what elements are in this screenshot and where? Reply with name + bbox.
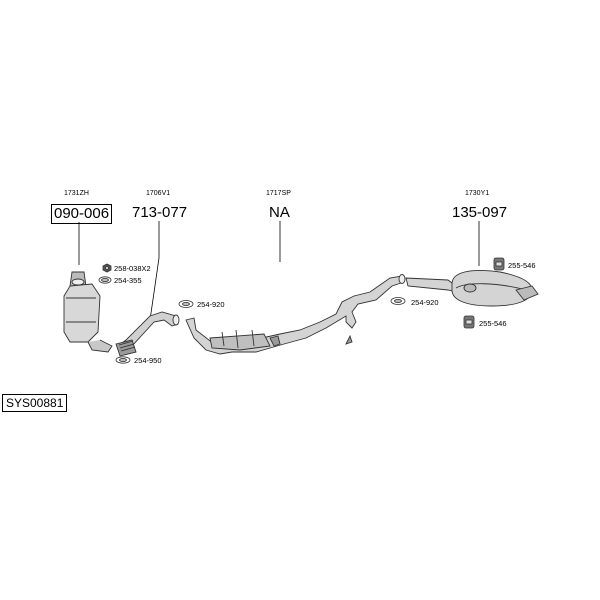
clamp-front-label[interactable]: 254-920 xyxy=(197,300,225,309)
clamp-icon-rear xyxy=(390,297,406,305)
nut-icon xyxy=(102,263,112,273)
rearbox-part-number[interactable]: 135-097 xyxy=(452,204,508,221)
midpipe-oem-code: 1717SP xyxy=(266,190,291,197)
frontpipe-part-number[interactable]: 713-077 xyxy=(132,204,188,221)
clamp-icon-flex xyxy=(115,356,131,364)
frontpipe-oem-code: 1706V1 xyxy=(146,190,171,197)
nut-label[interactable]: 258-038X2 xyxy=(114,264,151,273)
catalyst-part-number[interactable]: 090-006 xyxy=(51,204,113,224)
catalyst-unit xyxy=(63,271,113,353)
clamp-icon-cat xyxy=(98,276,112,284)
rubber-lower-label[interactable]: 255-546 xyxy=(479,319,507,328)
catalyst-oem-code: 1731ZH xyxy=(64,190,89,197)
clamp-flex-label[interactable]: 254-950 xyxy=(134,356,162,365)
midpipe-part-number[interactable]: NA xyxy=(269,204,290,221)
middle-pipe xyxy=(185,274,406,355)
rubber-upper-label[interactable]: 255-546 xyxy=(508,261,536,270)
rubber-mount-icon-upper xyxy=(493,257,505,271)
front-pipe xyxy=(115,311,180,357)
rubber-mount-icon-lower xyxy=(463,315,475,329)
rearbox-oem-code: 1730Y1 xyxy=(465,190,490,197)
clamp-cat-label[interactable]: 254-355 xyxy=(114,276,142,285)
clamp-rear-label[interactable]: 254-920 xyxy=(411,298,439,307)
clamp-icon-front xyxy=(178,300,194,308)
leader-frontpipe-diag xyxy=(149,257,160,321)
system-code: SYS00881 xyxy=(2,394,68,412)
rear-silencer xyxy=(405,270,539,307)
